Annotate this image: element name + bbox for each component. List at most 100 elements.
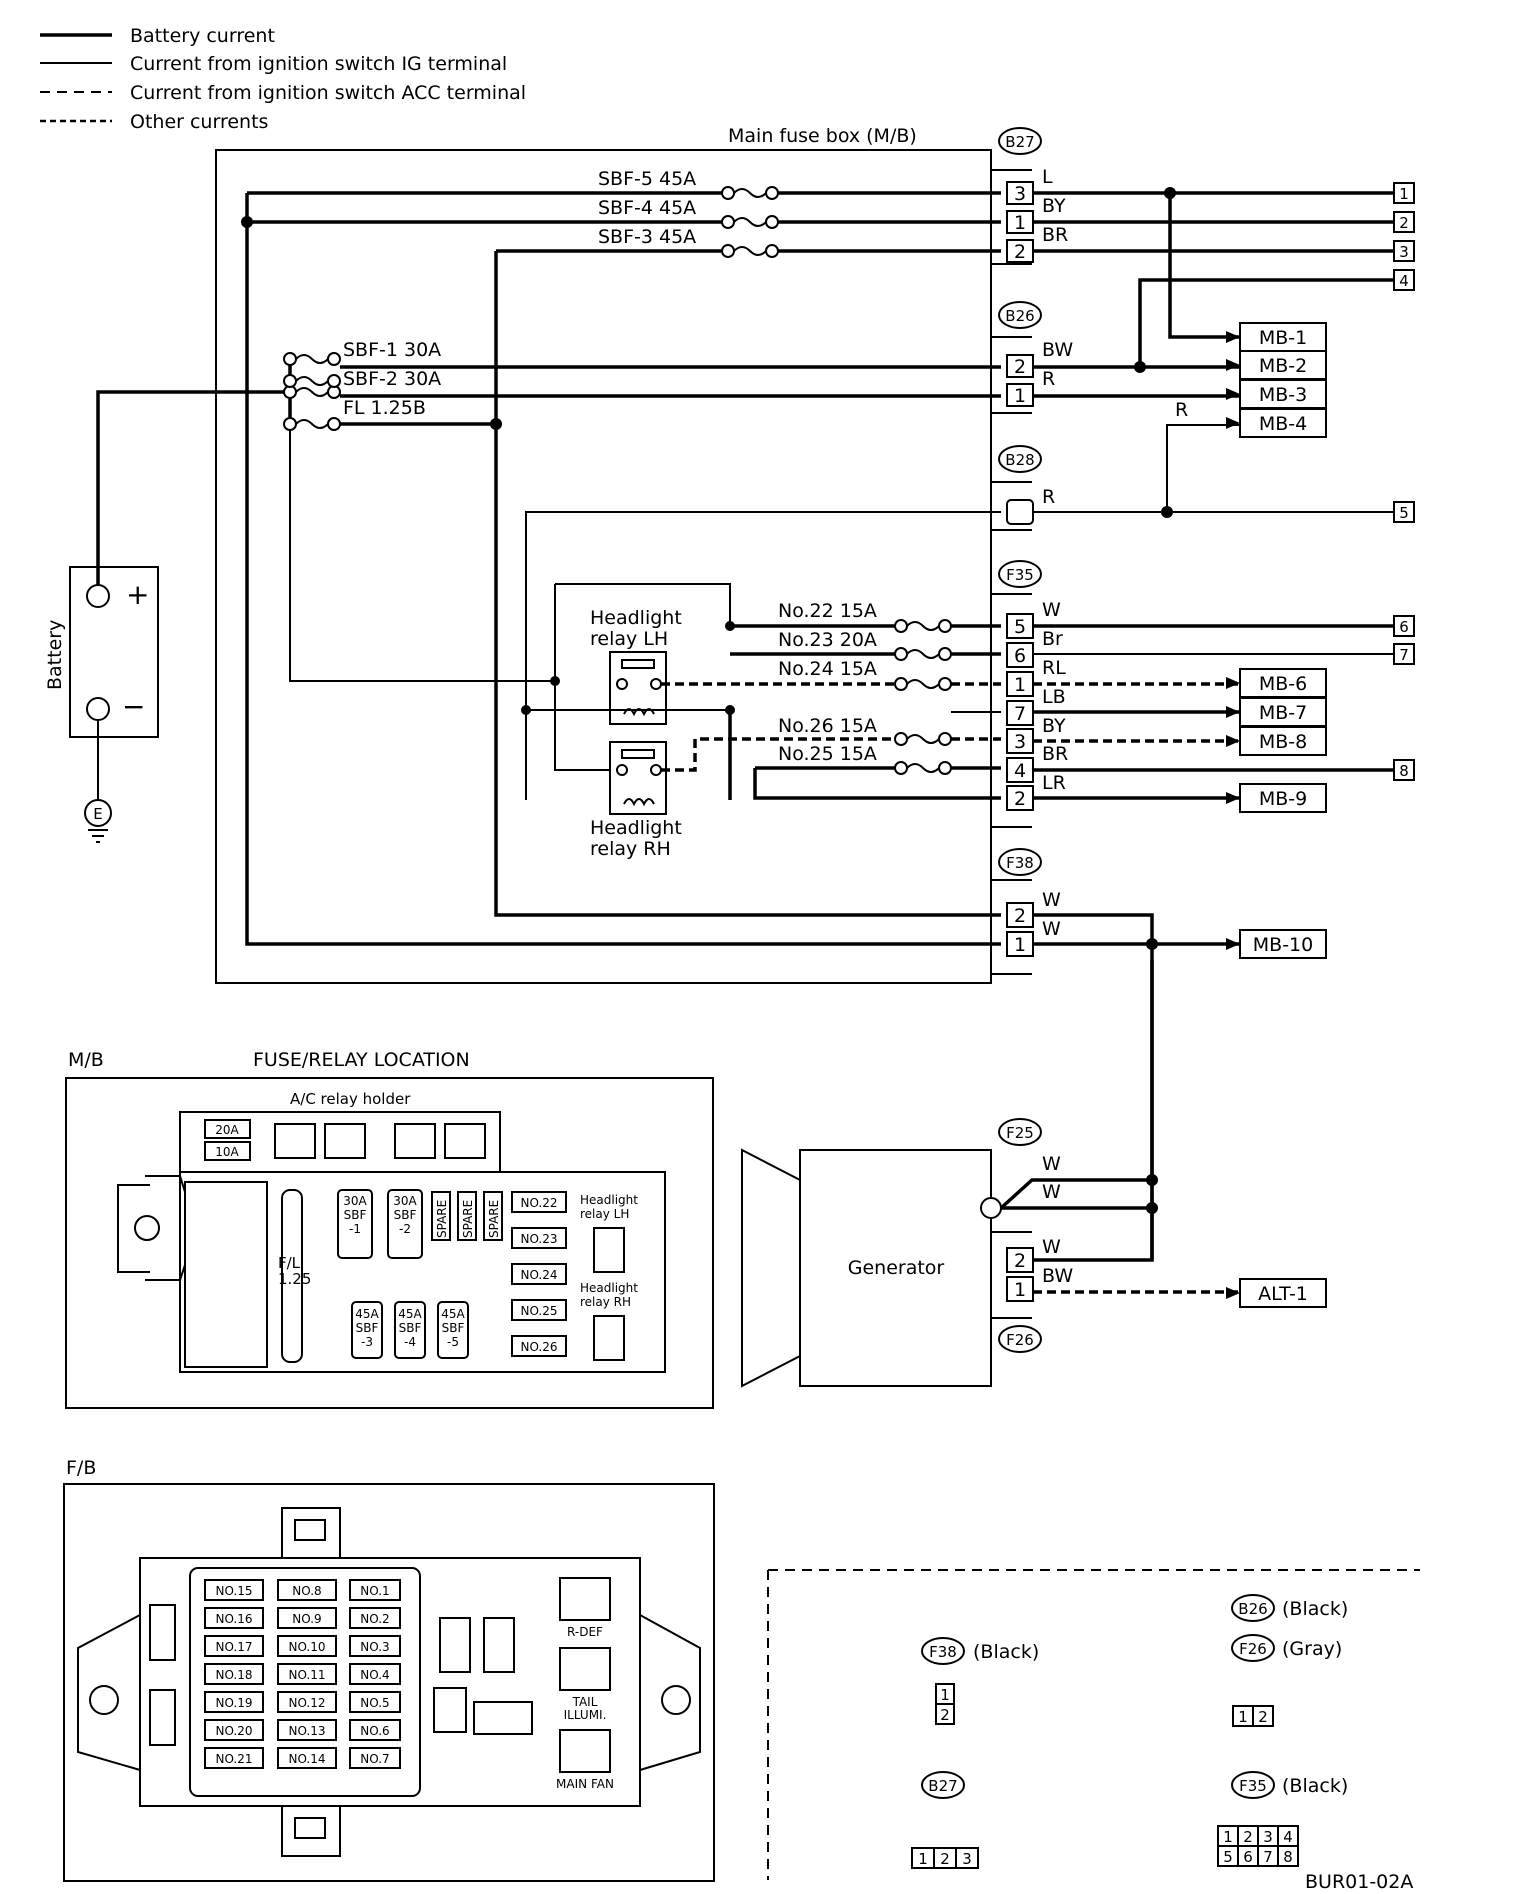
dest-mb9: MB-9: [1259, 788, 1307, 810]
fb-tail-1: TAIL: [572, 1695, 598, 1709]
generator: Generator: [741, 1148, 1002, 1388]
mb-fuse-20a: 20A: [215, 1123, 239, 1137]
mb-sbf2-b: SBF: [394, 1208, 417, 1222]
connector-labels: B27 B26 B28 F35 F38 F25 F26: [998, 127, 1042, 1353]
ref-8: 8: [1399, 762, 1409, 780]
legend: Battery current Current from ignition sw…: [40, 25, 526, 133]
wire-lr: LR: [1042, 772, 1066, 794]
legend-other: Other currents: [130, 111, 268, 133]
relay-rh-1: Headlight: [590, 817, 682, 839]
mb-relay-rh-1: Headlight: [580, 1281, 638, 1295]
mb-fuse-10a: 10A: [215, 1145, 239, 1159]
fb-location-panel: F/B R-DEF TAIL ILLUMI. MAIN FAN NO.15 NO…: [63, 1457, 715, 1882]
pin-f35-7: 7: [1014, 703, 1026, 725]
main-fuse-box-title: Main fuse box (M/B): [728, 125, 917, 147]
mb-no24: NO.24: [520, 1268, 557, 1282]
wire-rl: RL: [1042, 657, 1066, 679]
battery-label: Battery: [44, 620, 66, 690]
mb-relay-lh-2: relay LH: [580, 1207, 629, 1221]
mb-subtitle: FUSE/RELAY LOCATION: [253, 1049, 470, 1071]
cv-f26-color: (Gray): [1282, 1638, 1342, 1660]
mb-no23: NO.23: [520, 1232, 557, 1246]
fb-no4: NO.4: [360, 1668, 389, 1682]
ref-7: 7: [1399, 646, 1409, 664]
main-fuse-box: Main fuse box (M/B): [215, 125, 992, 984]
ref-1: 1: [1399, 185, 1409, 203]
mb-sbf1-b: SBF: [344, 1208, 367, 1222]
cv-f26-pin1: 1: [1238, 1708, 1248, 1726]
cv-f35-pin8: 8: [1283, 1848, 1293, 1866]
connector-brackets: [991, 169, 1032, 975]
mb-sbf3-b: SBF: [356, 1321, 379, 1335]
fuse-sbf1: SBF-1 30A: [343, 339, 441, 361]
wire-r3: R: [1042, 486, 1055, 508]
dest-mb8: MB-8: [1259, 731, 1307, 753]
fuse-no23: No.23 20A: [778, 629, 877, 651]
dest-mb3: MB-3: [1259, 384, 1307, 406]
cv-f35-pin6: 6: [1243, 1848, 1253, 1866]
f35-pins: 5 6 1 7 3 4 2: [1006, 613, 1034, 811]
legend-battery: Battery current: [130, 25, 275, 47]
fuses-left: SBF-1 30A SBF-2 30A FL 1.25B: [283, 339, 441, 431]
fb-no7: NO.7: [360, 1752, 389, 1766]
destination-boxes: MB-1 MB-2 MB-3 MB-4 MB-6 MB-7 MB-8 MB-9 …: [1239, 322, 1327, 1308]
mb-sbf5-a: 45A: [441, 1307, 465, 1321]
fb-main-fan: MAIN FAN: [556, 1777, 614, 1791]
mb-fl-2: 1.25: [278, 1270, 311, 1288]
wire-l: L: [1042, 166, 1053, 188]
wire-w6: W: [1042, 1236, 1061, 1258]
connector-f26: F26: [1006, 1331, 1034, 1349]
fb-no3: NO.3: [360, 1640, 389, 1654]
fb-no17: NO.17: [215, 1640, 252, 1654]
cv-b27-pin2: 2: [940, 1850, 950, 1868]
fuses-f35: No.22 15A No.23 20A No.24 15A No.26 15A …: [778, 600, 952, 775]
cv-f38-pin2: 2: [940, 1706, 950, 1724]
cv-f35-pin4: 4: [1283, 1828, 1293, 1846]
cv-f35-color: (Black): [1282, 1775, 1348, 1797]
fb-no21: NO.21: [215, 1752, 252, 1766]
wire-r2: R: [1175, 399, 1188, 421]
fuses-sbf: SBF-5 45A SBF-4 45A SBF-3 45A: [598, 168, 779, 258]
fuse-no24: No.24 15A: [778, 658, 877, 680]
mb-sbf5-c: -5: [447, 1335, 459, 1349]
fb-no13: NO.13: [288, 1724, 325, 1738]
pin-f35-1: 1: [1014, 674, 1026, 696]
fb-no5: NO.5: [360, 1696, 389, 1710]
cv-b26: B26: [1238, 1600, 1267, 1618]
generator-label: Generator: [848, 1257, 945, 1279]
connector-f25: F25: [1006, 1124, 1034, 1142]
dest-mb1: MB-1: [1259, 327, 1307, 349]
pin-f26-2: 2: [1014, 1250, 1026, 1272]
reference-boxes: 1 2 3 4 5 6 7 8: [1393, 182, 1415, 781]
cv-f35-pin2: 2: [1243, 1828, 1253, 1846]
mb-no25: NO.25: [520, 1304, 557, 1318]
mb-spare-1: SPARE: [435, 1200, 449, 1238]
wire-w2: W: [1042, 889, 1061, 911]
arrowheads: [1226, 331, 1240, 1299]
pin-b26-2: 2: [1014, 356, 1026, 378]
mb-sbf3-a: 45A: [355, 1307, 379, 1321]
relay-rh-2: relay RH: [590, 838, 671, 860]
fuse-fl: FL 1.25B: [343, 397, 426, 419]
cv-f26-pin2: 2: [1258, 1708, 1268, 1726]
cv-b27-pin1: 1: [918, 1850, 928, 1868]
mb-no22: NO.22: [520, 1196, 557, 1210]
fuse-sbf2: SBF-2 30A: [343, 368, 441, 390]
mb-sbf1-c: -1: [349, 1222, 361, 1236]
pin-f38-2: 2: [1014, 905, 1026, 927]
fb-no14: NO.14: [288, 1752, 325, 1766]
wire-by2: BY: [1042, 715, 1066, 737]
wire-by: BY: [1042, 195, 1066, 217]
cv-f35-pin5: 5: [1223, 1848, 1233, 1866]
fb-no12: NO.12: [288, 1696, 325, 1710]
ref-2: 2: [1399, 214, 1409, 232]
fb-no9: NO.9: [292, 1612, 321, 1626]
wire-w: W: [1042, 599, 1061, 621]
cv-f38-pin1: 1: [940, 1686, 950, 1704]
legend-ig: Current from ignition switch IG terminal: [130, 53, 507, 75]
mb-sbf2-c: -2: [399, 1222, 411, 1236]
dest-alt1: ALT-1: [1258, 1283, 1308, 1305]
battery-minus: −: [122, 690, 145, 723]
wire-br2: BR: [1042, 743, 1068, 765]
